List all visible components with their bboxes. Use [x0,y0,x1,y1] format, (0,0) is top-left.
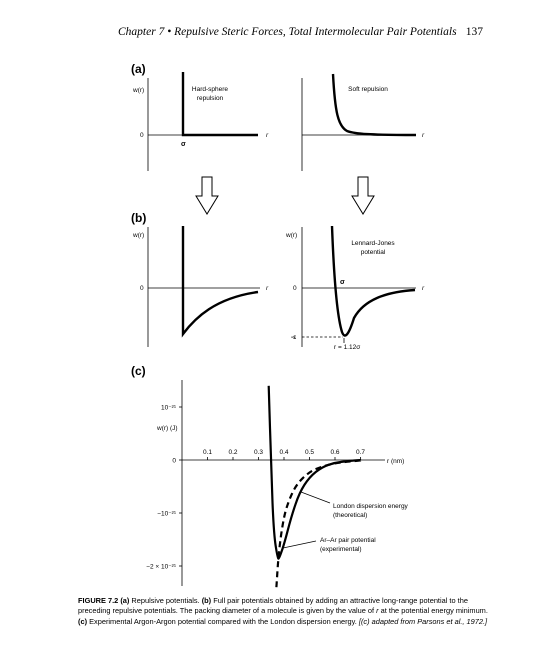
y-ticks: 10⁻²¹ 0 −10⁻²¹ −2 × 10⁻²¹ [146,405,182,571]
page-number: 137 [465,26,483,38]
xlabel: r [422,285,425,292]
y-tick-label: −2 × 10⁻²¹ [146,564,177,571]
series-group [267,385,362,588]
xlabel: r [422,132,425,139]
annotation: Soft repulsion [348,86,388,93]
caption-c-text: Experimental Argon-Argon potential compa… [89,616,357,626]
figure-caption: FIGURE 7.2 (a) Repulsive potentials. (b)… [78,596,493,627]
x-tick-label: 0.3 [254,449,263,456]
page-header: Chapter 7 • Repulsive Steric Forces, Tot… [118,26,483,38]
caption-a-label: (a) [120,596,130,605]
xlabel: r (nm) [387,458,404,465]
london-dispersion-curve [275,459,362,588]
caption-b-text-2: at the potential energy minimum. [380,606,488,616]
annotation-line-1: Hard-sphere [192,86,229,93]
zero-label: 0 [293,285,297,292]
arar-leader-line [282,540,317,549]
sigma-label: σ [340,279,345,286]
annotation-line-1: Lennard-Jones [351,240,395,247]
ylabel: w(r) [132,87,144,94]
hard-sphere-curve [181,72,258,137]
plot-b-lennard-jones: w(r) 0 r Lennard-Jones potential σ -ε r … [285,225,425,351]
ylabel: w(r) (J) [156,425,178,432]
y-tick-label: −10⁻²¹ [157,511,177,518]
y-tick-label: 0 [172,458,176,465]
panel-a-label: (a) [131,62,146,76]
x-ticks: 0.1 0.2 0.3 0.4 0.5 0.6 0.7 [203,449,365,460]
caption-r-symbol: r [376,606,379,616]
plot-a-hard-sphere: w(r) 0 r Hard-sphere repulsion σ [132,72,269,171]
down-arrow-left [195,176,219,215]
chapter-title: Chapter 7 • Repulsive Steric Forces, Tot… [118,26,457,38]
plot-a-soft-repulsion: r Soft repulsion [301,73,425,171]
y-tick-label: 10⁻²¹ [161,405,177,412]
caption-b-label: (b) [201,596,212,605]
london-label-line-2: (theoretical) [333,512,367,519]
london-leader-line [300,491,331,504]
attractive-curve [181,226,259,338]
down-arrow-right [351,176,375,215]
min-position-label: r = 1.12σ [334,344,360,351]
x-tick-label: 0.1 [203,449,212,456]
x-tick-label: 0.2 [228,449,237,456]
xlabel: r [266,285,269,292]
lennard-jones-curve [330,225,416,337]
zero-label: 0 [140,285,144,292]
sigma-label: σ [181,141,186,148]
caption-figure-label: FIGURE 7.2 [78,596,119,605]
x-tick-label: 0.6 [330,449,339,456]
x-tick-label: 0.4 [279,449,288,456]
caption-b-text: Full pair potentials obtained by adding … [78,596,468,616]
epsilon-label: -ε [291,334,296,341]
caption-c-label: (c) [78,616,88,626]
ylabel: w(r) [285,232,297,239]
ylabel: w(r) [132,232,144,239]
panel-c-label: (c) [131,364,146,378]
arar-label-line-2: (experimental) [320,546,362,553]
figure-7-2: (a) w(r) 0 r Hard-sphere repulsion σ r S… [131,62,425,588]
caption-a-text: Repulsive potentials. [131,596,200,605]
x-tick-label: 0.5 [305,449,314,456]
annotation-line-2: potential [361,249,386,256]
zero-label: 0 [140,132,144,139]
london-label-line-1: London dispersion energy [333,503,409,510]
soft-repulsion-curve [331,73,417,137]
xlabel: r [266,132,269,139]
caption-source: [(c) adapted from Parsons et al., 1972.] [358,616,488,626]
plot-b-hard-sphere-attraction: w(r) 0 r [132,226,269,347]
annotation-line-2: repulsion [197,95,224,102]
arar-label-line-1: Ar–Ar pair potential [320,537,376,544]
panel-b-label: (b) [131,211,146,225]
x-tick-label: 0.7 [356,449,365,456]
